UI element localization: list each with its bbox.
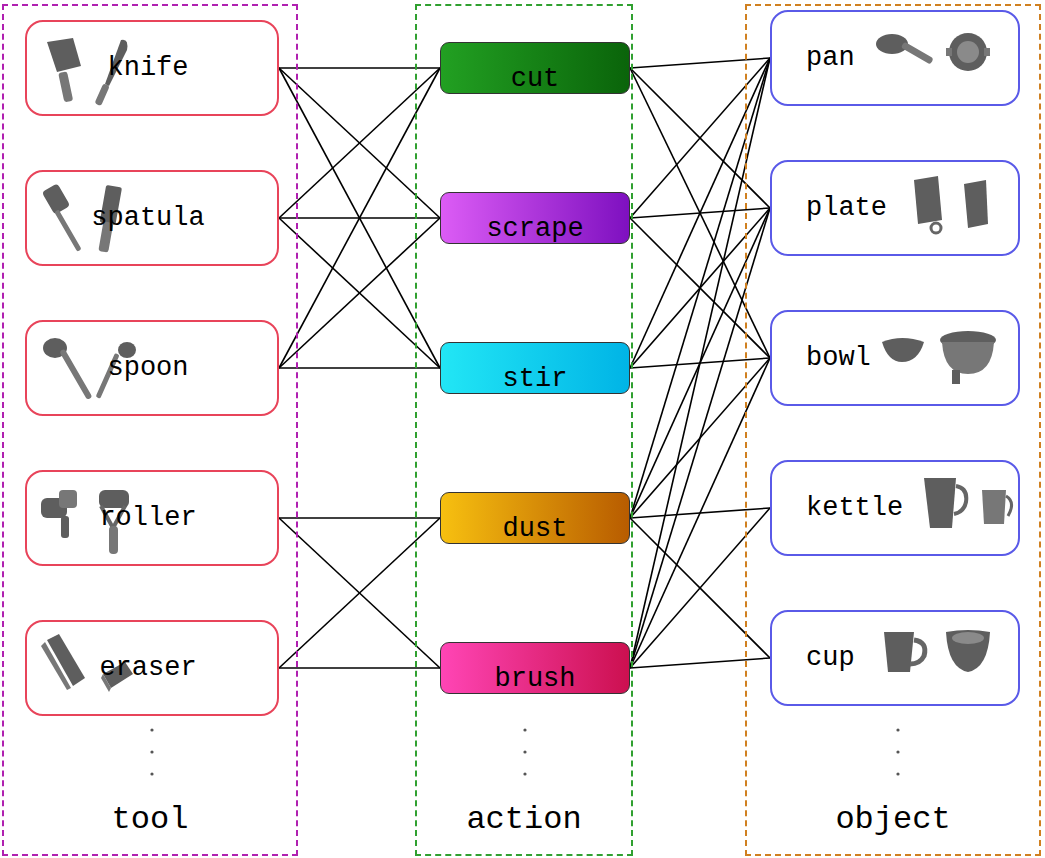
action-box: dust (440, 492, 630, 544)
item-label: cup (806, 643, 855, 673)
action-box: brush (440, 642, 630, 694)
object-box: pan (770, 10, 1020, 106)
connector-line (630, 208, 770, 668)
object-group: object pan plate bowl kettle cup (745, 4, 1041, 856)
object-box: plate (770, 160, 1020, 256)
action-box: cut (440, 42, 630, 94)
item-label: pan (806, 43, 855, 73)
item-label: bowl (806, 343, 871, 373)
connector-line (630, 358, 770, 668)
tool-group: tool knife spatula spoon roller eraser (2, 4, 298, 856)
object-box: bowl (770, 310, 1020, 406)
action-label: brush (441, 664, 629, 673)
connector-line (630, 508, 770, 668)
connector-line (630, 58, 770, 518)
object-box: kettle (770, 460, 1020, 556)
connector-line (630, 658, 770, 668)
item-label: spatula (27, 203, 269, 233)
item-label: kettle (806, 493, 903, 523)
column-title: tool (4, 801, 296, 838)
tool-box: roller (25, 470, 279, 566)
item-label: eraser (27, 653, 269, 683)
connector-line (630, 58, 770, 668)
item-label: spoon (27, 353, 269, 383)
action-label: stir (441, 364, 629, 373)
connector-line (630, 58, 770, 368)
action-box: scrape (440, 192, 630, 244)
item-label: roller (27, 503, 269, 533)
connector-line (630, 58, 770, 218)
column-title: object (747, 801, 1039, 838)
action-label: cut (441, 64, 629, 73)
action-box: stir (440, 342, 630, 394)
object-box: cup (770, 610, 1020, 706)
tool-box: eraser (25, 620, 279, 716)
tool-box: knife (25, 20, 279, 116)
connector-line (630, 58, 770, 68)
action-group: action cut scrape stir dust brush (415, 4, 633, 856)
column-title: action (417, 801, 631, 838)
action-label: dust (441, 514, 629, 523)
item-label: plate (806, 193, 887, 223)
tool-box: spoon (25, 320, 279, 416)
action-label: scrape (441, 214, 629, 223)
item-label: knife (27, 53, 269, 83)
tool-box: spatula (25, 170, 279, 266)
